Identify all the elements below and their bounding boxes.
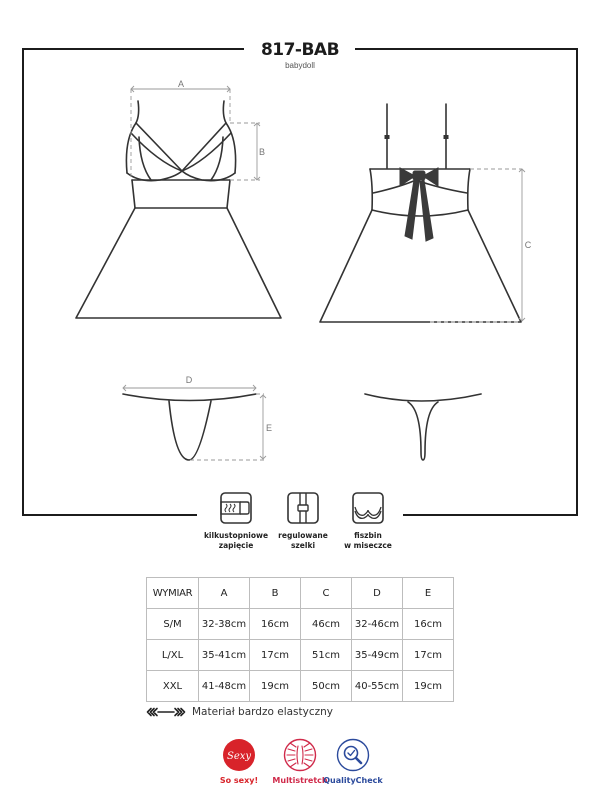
table-cell: 19cm xyxy=(402,670,454,702)
table-cell: XXL xyxy=(146,670,199,702)
frame-bottom-left xyxy=(22,514,197,516)
table-cell: 17cm xyxy=(249,639,301,671)
hook-closure-icon xyxy=(220,492,252,524)
sexy-icon: Sexy xyxy=(223,739,255,771)
table-cell: 16cm xyxy=(249,608,301,640)
product-type: babydoll xyxy=(285,61,315,70)
table-header-cell: D xyxy=(351,577,403,609)
product-code: 817-BAB xyxy=(260,40,340,60)
feature-label-line: w miseczce xyxy=(344,541,392,550)
feature-adjustable-straps: regulowane szelki xyxy=(263,490,343,551)
badge-label: QualityCheck xyxy=(323,776,383,785)
table-cell: 41-48cm xyxy=(198,670,250,702)
quality-check-icon xyxy=(336,738,370,772)
feature-label-line: kilkustopniowe xyxy=(203,531,269,540)
table-row: S/M 32-38cm 16cm 46cm 32-46cm 16cm xyxy=(146,608,454,640)
table-header-row: WYMIAR A B C D E xyxy=(146,577,454,609)
frame-top-right xyxy=(355,48,578,50)
table-cell: 35-49cm xyxy=(351,639,403,671)
table-header-cell: B xyxy=(249,577,301,609)
table-cell: 32-38cm xyxy=(198,608,250,640)
dimension-label-e: E xyxy=(266,423,272,433)
badge-quality-check: QualityCheck xyxy=(318,738,388,785)
stretch-arrows-icon xyxy=(146,707,186,717)
frame-top-left xyxy=(22,48,244,50)
feature-label-line: regulowane xyxy=(278,531,328,540)
table-cell: 46cm xyxy=(300,608,352,640)
table-cell: 16cm xyxy=(402,608,454,640)
table-header-cell: C xyxy=(300,577,352,609)
table-cell: 35-41cm xyxy=(198,639,250,671)
frame-right xyxy=(576,48,578,516)
size-table: WYMIAR A B C D E S/M 32-38cm 16cm 46cm 3… xyxy=(146,577,454,702)
technical-drawing: A B C D E xyxy=(75,79,532,461)
babydoll-back-drawing xyxy=(319,103,522,323)
dimension-label-a: A xyxy=(178,79,184,89)
elastic-note-text: Materiał bardzo elastyczny xyxy=(192,706,333,718)
svg-text:Sexy: Sexy xyxy=(227,751,251,762)
thong-back-drawing xyxy=(364,393,482,461)
feature-label-line: zapięcie xyxy=(218,541,254,550)
table-cell: 17cm xyxy=(402,639,454,671)
feature-label-line: fiszbin xyxy=(354,531,382,540)
bow-drawing xyxy=(399,167,439,242)
table-cell: 32-46cm xyxy=(351,608,403,640)
underwire-cup-icon xyxy=(352,492,384,524)
table-row: XXL 41-48cm 19cm 50cm 40-55cm 19cm xyxy=(146,670,454,702)
feature-underwire: fiszbin w miseczce xyxy=(328,490,408,551)
badge-label: So sexy! xyxy=(219,776,259,785)
multistretch-icon xyxy=(283,738,317,772)
table-cell: 51cm xyxy=(300,639,352,671)
dimension-label-d: D xyxy=(186,375,193,385)
table-cell: 50cm xyxy=(300,670,352,702)
table-cell: 19cm xyxy=(249,670,301,702)
badge-so-sexy: Sexy So sexy! xyxy=(204,738,274,785)
table-row: L/XL 35-41cm 17cm 51cm 35-49cm 17cm xyxy=(146,639,454,671)
table-cell: L/XL xyxy=(146,639,199,671)
table-header-cell: E xyxy=(402,577,454,609)
badge-multistretch: Multistretch xyxy=(265,738,335,785)
badge-label: Multistretch xyxy=(272,776,328,785)
table-cell: 40-55cm xyxy=(351,670,403,702)
feature-hook-closure: kilkustopniowe zapięcie xyxy=(196,490,276,551)
thong-front-drawing xyxy=(122,393,257,461)
dimension-label-c: C xyxy=(525,240,532,250)
frame-bottom-right xyxy=(403,514,578,516)
adjustable-strap-icon xyxy=(287,492,319,524)
table-header-cell: WYMIAR xyxy=(146,577,199,609)
table-cell: S/M xyxy=(146,608,199,640)
dimension-label-b: B xyxy=(259,147,265,157)
feature-label-line: szelki xyxy=(290,541,316,550)
elastic-note: Materiał bardzo elastyczny xyxy=(146,706,333,718)
babydoll-front-drawing xyxy=(75,100,282,319)
table-header-cell: A xyxy=(198,577,250,609)
frame-left xyxy=(22,48,24,516)
